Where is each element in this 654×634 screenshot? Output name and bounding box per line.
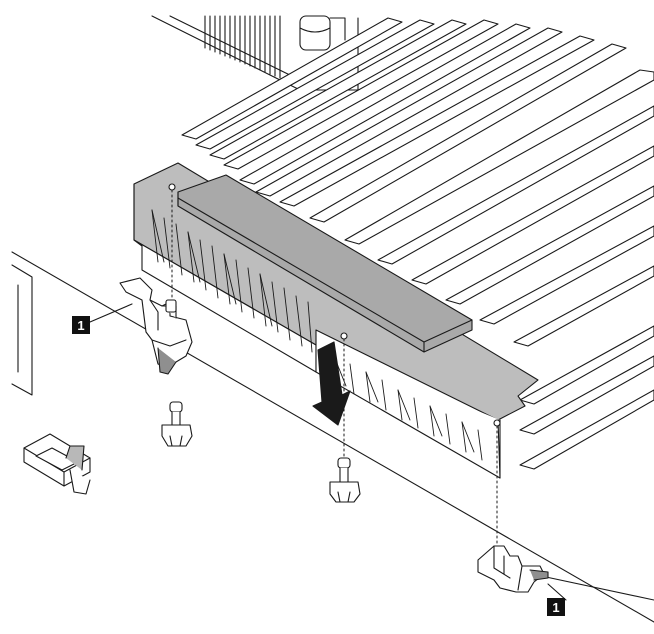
arrow-down-icon bbox=[312, 341, 351, 426]
callout-badge-right: 1 bbox=[547, 598, 565, 616]
bracket-left bbox=[23, 433, 91, 495]
callout-leaders bbox=[89, 303, 567, 601]
heat-sink-fins bbox=[204, 15, 281, 79]
retention-clip-right bbox=[477, 545, 549, 593]
callout-badge-left: 1 bbox=[72, 316, 90, 334]
retention-clip-left bbox=[119, 277, 193, 375]
chassis-lines bbox=[11, 251, 654, 623]
air-baffle bbox=[133, 162, 539, 479]
standoff-pin-left bbox=[161, 401, 193, 447]
heat-sink-screw bbox=[299, 15, 331, 51]
leader-line-right bbox=[547, 583, 567, 601]
standoff-pin-middle bbox=[329, 457, 361, 503]
memory-modules bbox=[181, 17, 654, 470]
leader-line-left bbox=[89, 303, 133, 323]
baffle-hole-2 bbox=[340, 332, 348, 340]
baffle-hole-3 bbox=[493, 419, 501, 427]
baffle-hole-1 bbox=[168, 183, 176, 191]
